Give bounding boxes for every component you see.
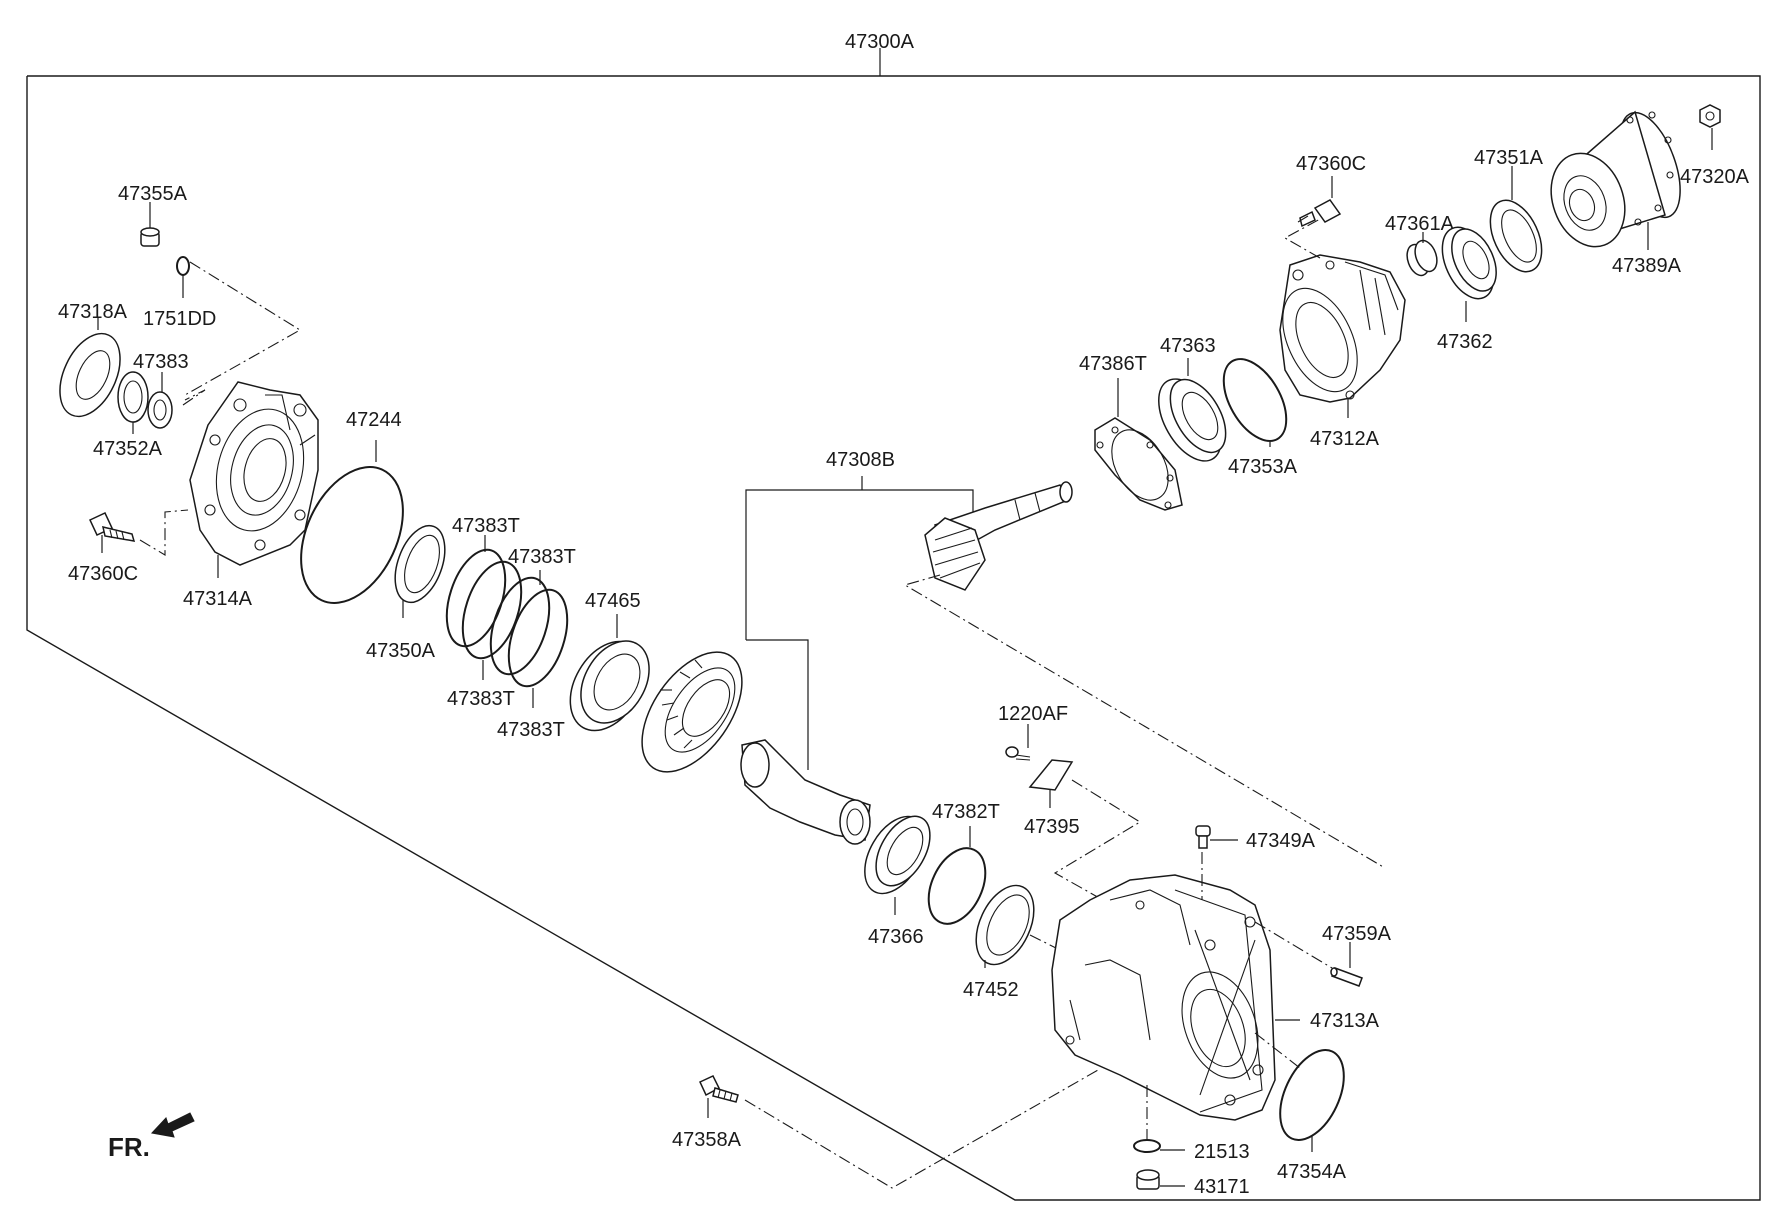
label-47354A: 47354A bbox=[1277, 1161, 1347, 1183]
ring-1751DD[interactable] bbox=[176, 256, 190, 276]
shim-47383T-c[interactable] bbox=[480, 570, 560, 681]
drain-plug-43171[interactable] bbox=[1136, 1169, 1160, 1190]
shim-47383T-d[interactable] bbox=[498, 582, 578, 693]
shim-47382T[interactable] bbox=[917, 839, 996, 933]
plug-47355A[interactable] bbox=[140, 227, 160, 247]
arrow-icon bbox=[151, 1112, 195, 1138]
race-47383[interactable] bbox=[147, 391, 173, 429]
bolt-47358A[interactable] bbox=[699, 1075, 739, 1103]
label-47383T-b: 47383T bbox=[508, 546, 576, 568]
label-47355A: 47355A bbox=[118, 183, 188, 205]
bearing-47465[interactable] bbox=[555, 628, 663, 743]
label-47395: 47395 bbox=[1024, 816, 1080, 838]
seal-47452[interactable] bbox=[965, 876, 1046, 973]
main-case-47313A[interactable] bbox=[1051, 874, 1276, 1121]
nut-47361A[interactable] bbox=[1403, 238, 1441, 279]
bearing-47362[interactable] bbox=[1432, 219, 1505, 306]
pinion-shaft-47308B[interactable] bbox=[924, 481, 1073, 591]
label-47366: 47366 bbox=[868, 926, 924, 948]
label-47383T-a: 47383T bbox=[452, 515, 520, 537]
label-47383: 47383 bbox=[133, 351, 189, 373]
label-47363: 47363 bbox=[1160, 335, 1216, 357]
o-ring-47353A[interactable] bbox=[1211, 349, 1299, 452]
label-47350A: 47350A bbox=[366, 640, 436, 662]
o-ring-47354A[interactable] bbox=[1267, 1040, 1357, 1150]
bolt-47360C-right[interactable] bbox=[1297, 199, 1342, 228]
ring-gear-47308B[interactable] bbox=[622, 635, 762, 790]
housing-47312A[interactable] bbox=[1268, 254, 1406, 403]
label-1220AF: 1220AF bbox=[998, 703, 1068, 725]
label-47353A: 47353A bbox=[1228, 456, 1298, 478]
assembly-label: 47300A bbox=[845, 31, 915, 53]
label-47386T: 47386T bbox=[1079, 353, 1147, 375]
output-hub-47308B[interactable] bbox=[740, 739, 871, 845]
label-47320A: 47320A bbox=[1680, 166, 1750, 188]
label-47349A: 47349A bbox=[1246, 830, 1316, 852]
assembly-frame bbox=[26, 75, 1761, 1201]
label-47360C-left: 47360C bbox=[68, 563, 138, 585]
o-ring-47244[interactable] bbox=[281, 451, 423, 620]
nut-47320A[interactable] bbox=[1699, 104, 1721, 128]
label-47362: 47362 bbox=[1437, 331, 1493, 353]
seal-47350A[interactable] bbox=[386, 519, 455, 609]
label-plate-47395[interactable] bbox=[1028, 759, 1074, 791]
bearing-47363[interactable] bbox=[1146, 369, 1237, 472]
label-1751DD: 1751DD bbox=[143, 308, 216, 330]
oil-seal-47318A[interactable] bbox=[48, 324, 132, 426]
breather-47349A[interactable] bbox=[1195, 825, 1211, 849]
label-47351A: 47351A bbox=[1474, 147, 1544, 169]
seal-47351A[interactable] bbox=[1480, 192, 1552, 279]
ring-47352A[interactable] bbox=[117, 371, 149, 423]
label-47465: 47465 bbox=[585, 590, 641, 612]
label-47383T-d: 47383T bbox=[497, 719, 565, 741]
label-47382T: 47382T bbox=[932, 801, 1000, 823]
label-47389A: 47389A bbox=[1612, 255, 1682, 277]
shim-47383T-b[interactable] bbox=[452, 554, 532, 665]
label-47314A: 47314A bbox=[183, 588, 253, 610]
bearing-47366[interactable] bbox=[852, 806, 941, 904]
screw-1220AF[interactable] bbox=[1005, 746, 1031, 761]
label-47359A: 47359A bbox=[1322, 923, 1392, 945]
label-47358A: 47358A bbox=[672, 1129, 742, 1151]
label-47352A: 47352A bbox=[93, 438, 163, 460]
label-47318A: 47318A bbox=[58, 301, 128, 323]
label-47313A: 47313A bbox=[1310, 1010, 1380, 1032]
washer-21513[interactable] bbox=[1133, 1139, 1161, 1153]
bolt-47360C-left[interactable] bbox=[89, 512, 136, 542]
flange-47389A[interactable] bbox=[1539, 105, 1693, 257]
label-47312A: 47312A bbox=[1310, 428, 1380, 450]
pin-47359A[interactable] bbox=[1330, 967, 1363, 987]
case-cover-47314A[interactable] bbox=[189, 381, 319, 566]
label-47452: 47452 bbox=[963, 979, 1019, 1001]
label-47244: 47244 bbox=[346, 409, 402, 431]
label-43171: 43171 bbox=[1194, 1176, 1250, 1198]
label-47383T-c: 47383T bbox=[447, 688, 515, 710]
front-direction-label: FR. bbox=[108, 1132, 150, 1162]
label-47308B: 47308B bbox=[826, 449, 895, 471]
label-47360C-right: 47360C bbox=[1296, 153, 1366, 175]
gasket-47386T[interactable] bbox=[1094, 417, 1183, 511]
label-47361A: 47361A bbox=[1385, 213, 1455, 235]
label-21513: 21513 bbox=[1194, 1141, 1250, 1163]
